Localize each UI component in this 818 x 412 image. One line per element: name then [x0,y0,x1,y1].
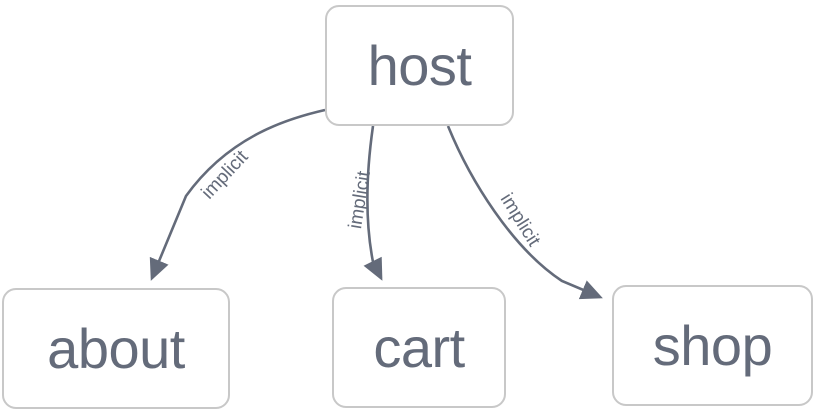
node-shop-label: shop [652,313,773,377]
edge-host-shop[interactable] [446,125,603,300]
node-cart[interactable]: cart [332,287,506,408]
edge-host-about[interactable] [149,108,326,281]
node-shop[interactable]: shop [612,285,813,406]
node-about[interactable]: about [2,288,230,409]
node-about-label: about [47,316,185,380]
node-host-label: host [367,33,472,97]
edge-host-cart[interactable] [363,125,383,281]
node-host[interactable]: host [325,5,514,126]
node-cart-label: cart [373,315,465,379]
